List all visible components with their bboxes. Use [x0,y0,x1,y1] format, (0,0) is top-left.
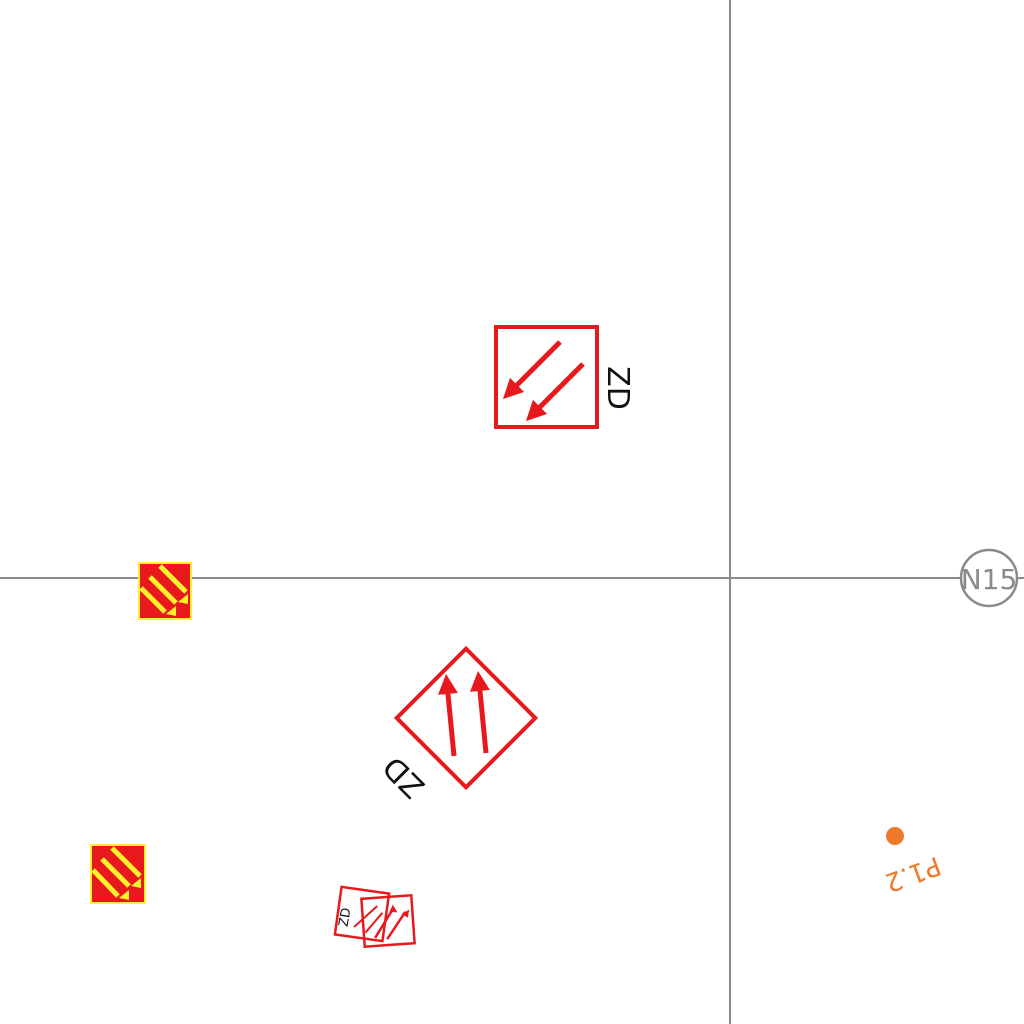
survey-point-label: P1.2 [881,850,945,898]
sign-label: ZD [600,366,635,410]
sign-small-cluster[interactable]: ZD [333,885,416,949]
grid-node-marker[interactable]: N15 [959,548,1019,608]
sign-arrows-down-left[interactable]: ZD [494,325,635,429]
grid-node-label: N15 [961,563,1018,596]
sign-label: ZD [337,907,355,928]
sign-arrows-up[interactable]: ZD [376,645,539,805]
hazard-marker[interactable] [90,844,146,904]
sign-label: ZD [376,749,432,805]
survey-point[interactable]: P1.2 [881,827,945,897]
hazard-marker[interactable] [138,562,192,620]
survey-point-dot [886,827,904,845]
